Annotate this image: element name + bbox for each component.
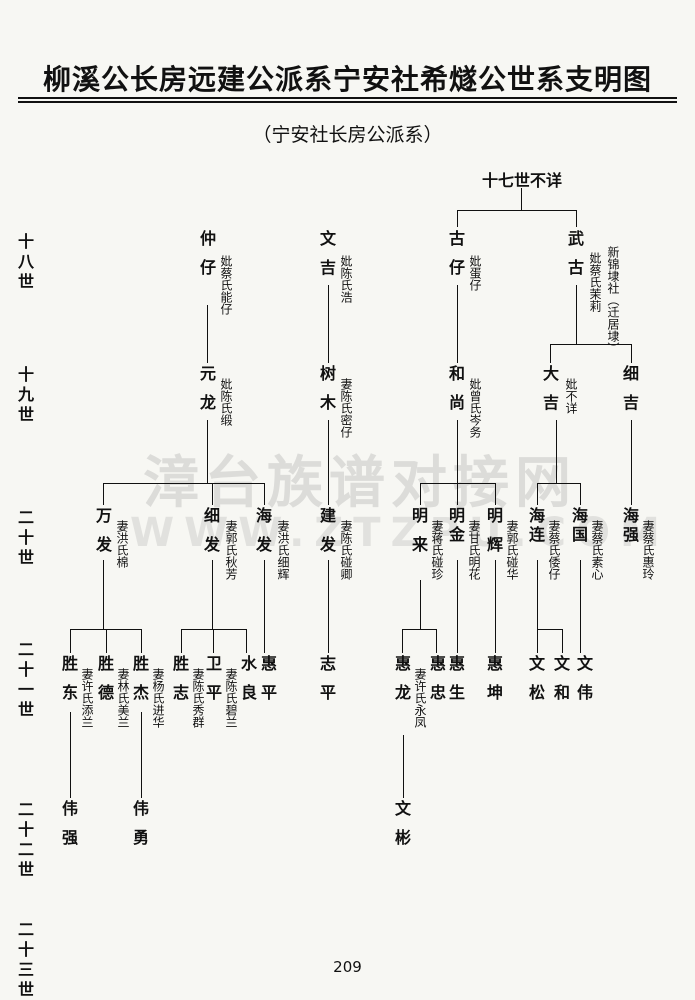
person-wenji: 文吉: [317, 230, 336, 288]
root-ancestor: 十七世不详: [481, 171, 562, 190]
spouse-xifa: 妻郭氏秋芳: [224, 520, 238, 580]
person-huizhong: 惠忠: [427, 655, 446, 713]
title-rule-top: [18, 97, 677, 99]
spouse-haifa: 妻洪氏细辉: [276, 520, 290, 580]
person-yuanlong: 元龙: [197, 365, 216, 423]
person-mingjin: 明金: [446, 507, 465, 545]
person-xiji: 细吉: [620, 365, 639, 423]
spouse-shumu: 妻陈氏密仔: [339, 378, 353, 438]
spouse-heshang: 妣曾氏岑务: [468, 378, 482, 438]
spouse-wugu: 妣蔡氏茉莉: [588, 252, 602, 312]
person-wugu: 武古: [565, 230, 584, 288]
title-rule-bottom: [18, 101, 677, 103]
spouse-shengzhi: 妻陈氏秀群: [191, 668, 205, 728]
person-shumu: 树木: [317, 365, 336, 423]
generation-label-21: 二 十 一 世: [17, 640, 34, 719]
spouse-shengde: 妻林氏美兰: [116, 668, 130, 728]
person-daji: 大吉: [540, 365, 559, 423]
person-weiqiang: 伟强: [59, 800, 78, 858]
person-huisheng: 惠生: [446, 655, 465, 713]
page-subtitle: （宁安社长房公派系）: [252, 124, 443, 146]
spouse-huilong: 妻许氏永凤: [413, 668, 427, 728]
person-wenbin: 文彬: [392, 800, 411, 858]
person-huiping: 惠平: [258, 655, 277, 713]
person-haiqiang: 海强: [620, 507, 639, 545]
spouse-jianfa: 妻陈氏碰卿: [339, 520, 353, 580]
person-heshang: 和尚: [446, 365, 465, 423]
person-hailian: 海连: [526, 507, 545, 545]
person-wenwei: 文伟: [574, 655, 593, 713]
spouse-haiguo: 妻蔡氏素心: [590, 520, 604, 580]
spouse-zhongzai: 妣蔡氏能仔: [219, 255, 233, 315]
person-minglai: 明来: [409, 507, 428, 565]
page-number: 209: [333, 958, 362, 976]
spouse-daji: 妣不详: [564, 378, 578, 414]
spouse-hailian: 妻蔡氏倭仔: [547, 520, 561, 580]
person-shengde: 胜德: [95, 655, 114, 713]
page-title: 柳溪公长房远建公派系宁安社希燧公世系支明图: [42, 63, 652, 96]
generation-label-19: 十 九 世: [17, 365, 34, 424]
person-wenhe: 文和: [551, 655, 570, 713]
spouse-minglai: 妻蒋氏碰珍: [430, 520, 444, 580]
spouse-weiping: 妻陈氏碧兰: [224, 668, 238, 728]
person-shengjie: 胜杰: [130, 655, 149, 713]
generation-label-18: 十 八 世: [17, 232, 34, 291]
person-wanfa: 万发: [93, 507, 112, 565]
generation-label-20: 二 十 世: [17, 508, 34, 567]
person-zhongzai: 仲仔: [197, 230, 216, 288]
person-shengzhi: 胜志: [170, 655, 189, 713]
spouse-shengdong: 妻许氏添兰: [80, 668, 94, 728]
person-shuiliang: 水良: [238, 655, 257, 713]
person-haifa: 海发: [253, 507, 272, 565]
spouse-guzai: 妣蛋仔: [468, 255, 482, 291]
person-jianfa: 建发: [317, 507, 336, 565]
person-weiping: 卫平: [203, 655, 222, 713]
spouse-mingjin: 妻甘氏明花: [467, 520, 481, 580]
spouse-wenji: 妣陈氏浩: [339, 255, 353, 303]
watermark-url: WWW.ZTZPU.COM: [130, 510, 670, 556]
person-haiguo: 海国: [569, 507, 588, 545]
person-weiyong: 伟勇: [130, 800, 149, 858]
person-xifa: 细发: [201, 507, 220, 565]
person-minghui: 明辉: [484, 507, 503, 565]
note-wugu: 新锦埭社（迁居埭）: [606, 246, 620, 354]
spouse-shengjie: 妻杨氏进华: [151, 668, 165, 728]
person-guzai: 古仔: [446, 230, 465, 288]
spouse-wanfa: 妻洪氏棉: [115, 520, 129, 568]
person-zhiping: 志平: [317, 655, 336, 713]
spouse-minghui: 妻郭氏碰华: [505, 520, 519, 580]
spouse-haiqiang: 妻蔡氏惠玲: [641, 520, 655, 580]
person-shengdong: 胜东: [59, 655, 78, 713]
person-huikun: 惠坤: [484, 655, 503, 713]
person-huilong: 惠龙: [392, 655, 411, 713]
person-wensong: 文松: [526, 655, 545, 713]
generation-label-22: 二 十 二 世: [17, 800, 34, 879]
generation-label-23: 二 十 三 世: [17, 920, 34, 999]
spouse-yuanlong: 妣陈氏缎: [219, 378, 233, 426]
